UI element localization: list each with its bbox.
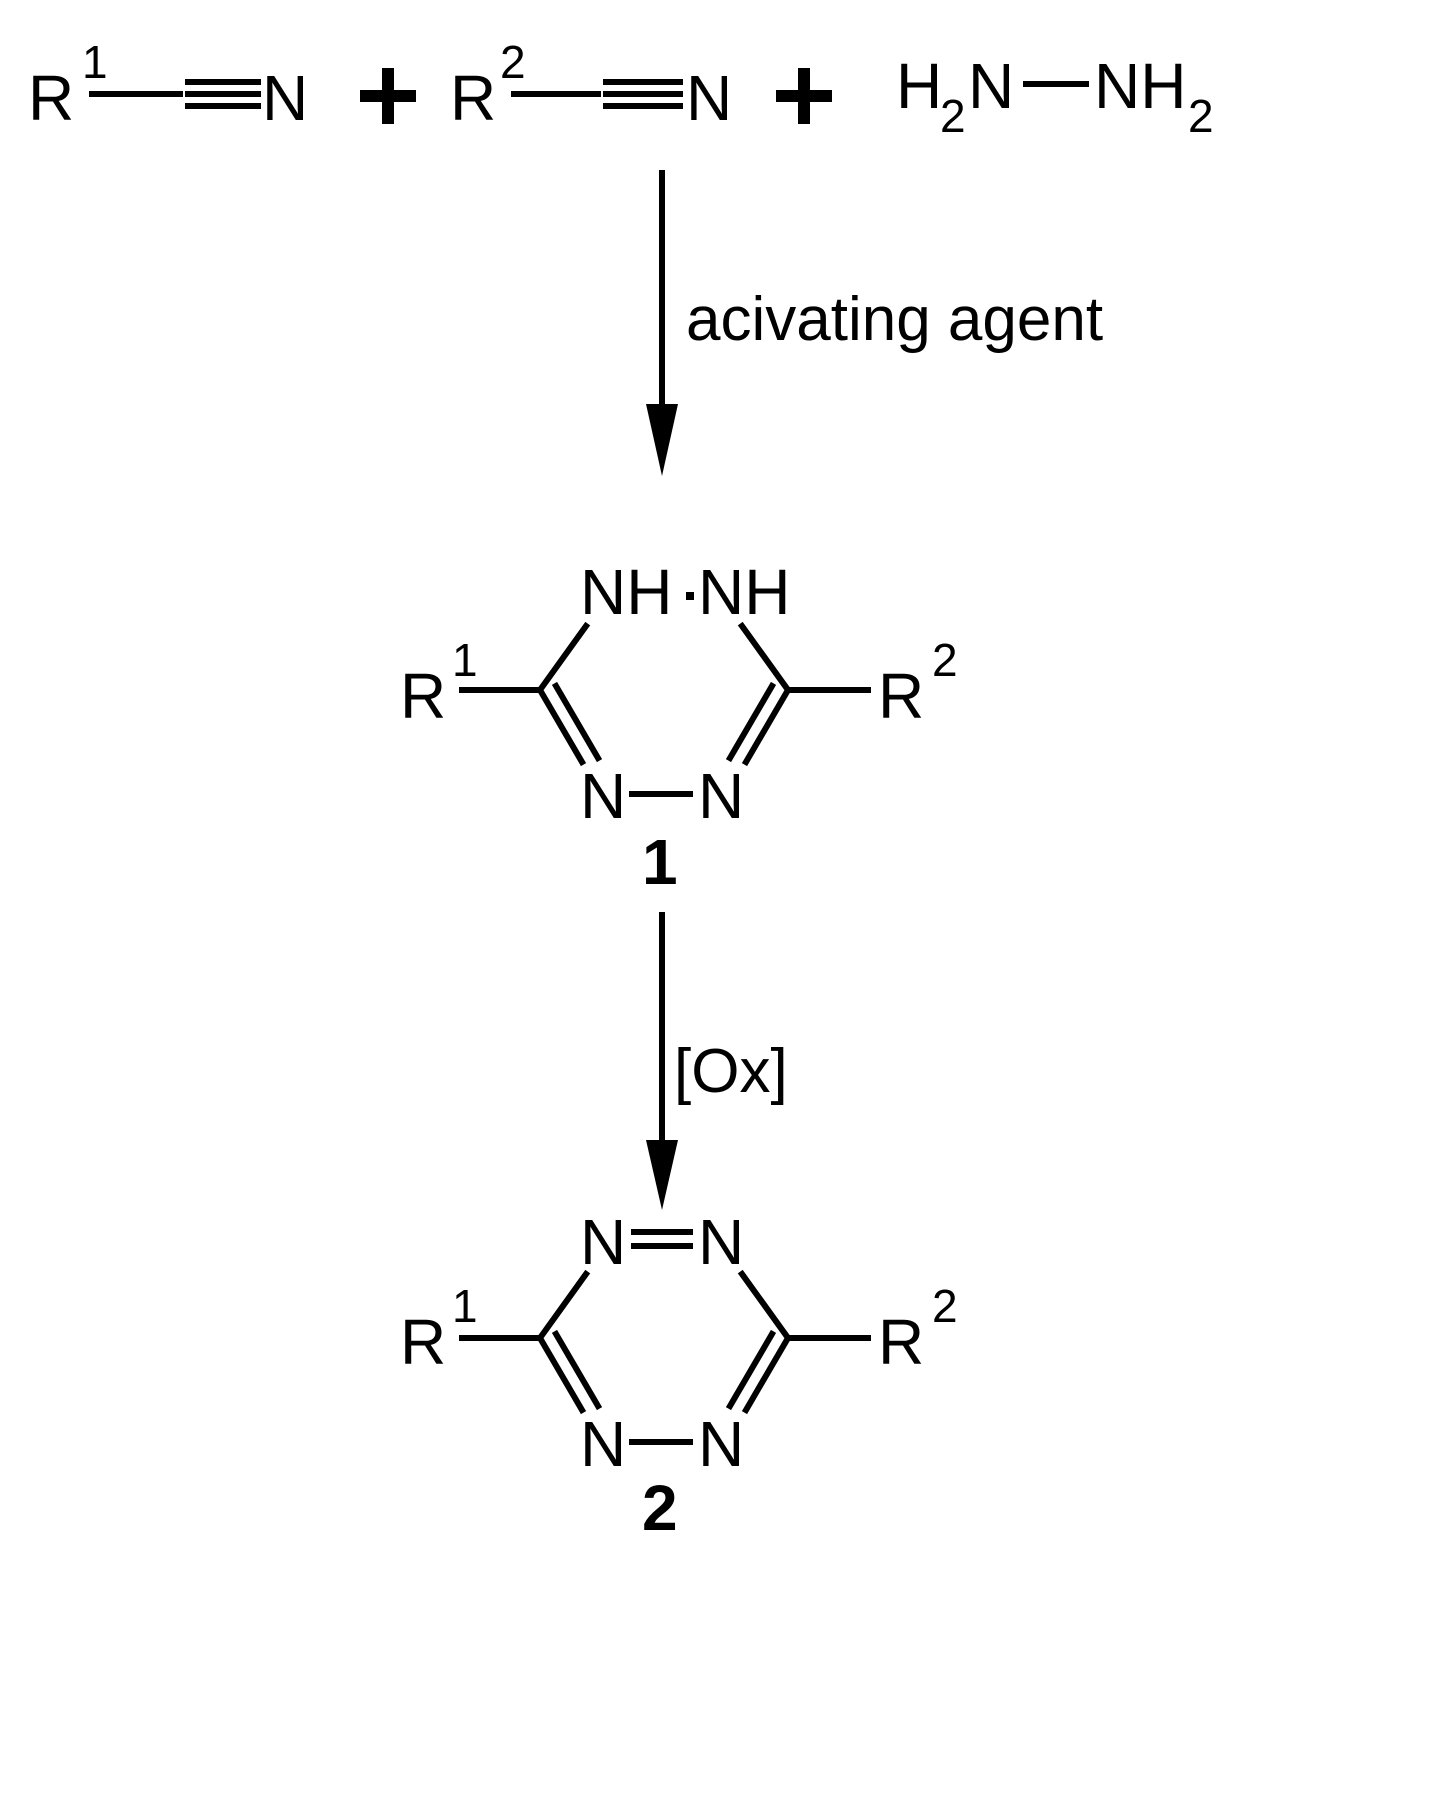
compound-1-r-right-superscript: 2 [932, 634, 958, 686]
compound-1-nh-left: NH [580, 556, 672, 628]
compound-1-c-n-double-bond-left [535, 685, 587, 767]
compound-2-c-n-double-bond-right [725, 1329, 777, 1411]
compound-2-r-left: R [400, 1306, 446, 1378]
compound-1-r-left: R [400, 660, 446, 732]
reaction-arrow-1 [646, 170, 678, 476]
compound-2-structure: N N R 1 R 2 N N 2 [400, 1206, 958, 1544]
nitrile-2-n-label: N [686, 62, 732, 134]
plus-sign-2 [776, 68, 832, 124]
compound-2-c-n-double-bond-left [551, 1329, 603, 1411]
compound-2-n-left: N [580, 1408, 626, 1480]
compound-2-n-right: N [698, 1408, 744, 1480]
compound-1-c-nh-bond-left [535, 621, 591, 695]
compound-1-nh-right: NH [698, 556, 790, 628]
compound-1-label: 1 [642, 826, 678, 898]
hydrazine-left-subscript: 2 [940, 90, 966, 142]
compound-1-n-left: N [580, 760, 626, 832]
nitrile-2-r-superscript: 2 [500, 36, 526, 88]
step-1-condition: acivating agent [686, 285, 1103, 354]
hydrazine-nh-label: NH [1094, 50, 1186, 122]
nitrile-1-r-superscript: 1 [82, 36, 108, 88]
compound-1-structure: NH NH R 1 R 2 N N 1 [400, 556, 958, 898]
hydrazine-n-label: N [968, 50, 1014, 122]
compound-2-r-right: R [878, 1306, 924, 1378]
compound-2-r-left-superscript: 1 [452, 1280, 478, 1332]
compound-2-n-top-right: N [698, 1206, 744, 1278]
nitrile-1: R 1 N [28, 36, 308, 134]
compound-2-c-n-bond-top-right [737, 1269, 793, 1343]
nitrile-2: R 2 N [450, 36, 732, 134]
compound-1-r-right: R [878, 660, 924, 732]
compound-1-n-right: N [698, 760, 744, 832]
compound-2-c-n-double-bond-right [741, 1333, 793, 1415]
nitrile-1-r-label: R [28, 62, 74, 134]
compound-2-c-n-bond-top-left [535, 1269, 591, 1343]
nitrile-1-n-label: N [262, 62, 308, 134]
step-2-condition: [Ox] [674, 1037, 788, 1106]
compound-2-c-n-double-bond-left [535, 1333, 587, 1415]
hydrazine-h-label: H [896, 50, 942, 122]
plus-sign-1 [360, 68, 416, 124]
compound-1-c-n-double-bond-right [725, 681, 777, 763]
compound-1-r-left-superscript: 1 [452, 634, 478, 686]
compound-1-c-n-double-bond-left [551, 681, 603, 763]
compound-1-c-nh-bond-right [737, 621, 793, 695]
nitrile-2-r-label: R [450, 62, 496, 134]
compound-2-label: 2 [642, 1472, 678, 1544]
compound-1-c-n-double-bond-right [741, 685, 793, 767]
reaction-arrow-2 [646, 912, 678, 1210]
compound-2-n-top-left: N [580, 1206, 626, 1278]
hydrazine-right-subscript: 2 [1188, 90, 1214, 142]
compound-2-r-right-superscript: 2 [932, 1280, 958, 1332]
compound-1-nh-nh-bond [686, 592, 694, 600]
hydrazine: H 2 N NH 2 [896, 50, 1214, 142]
